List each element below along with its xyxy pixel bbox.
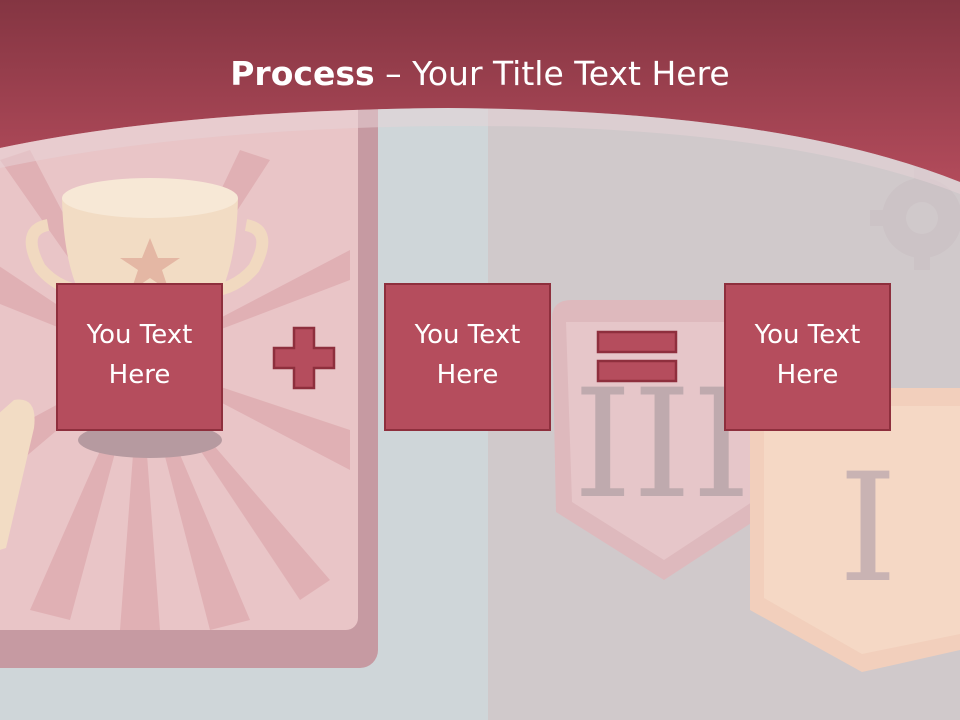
shield-icon: I	[750, 388, 960, 672]
scroll-icon	[0, 399, 35, 550]
svg-text:III: III	[573, 358, 751, 532]
page-title: Process – Your Title Text Here	[0, 52, 960, 96]
header-band	[0, 0, 960, 194]
text-box-label: You Text Here	[86, 320, 193, 390]
plus-icon	[272, 326, 336, 390]
title-rest: – Your Title Text Here	[374, 54, 730, 93]
text-box-label: You Text Here	[754, 320, 861, 390]
gear-icon	[870, 166, 960, 270]
text-box-2[interactable]: You Text Here	[384, 283, 551, 431]
text-box-3[interactable]: You Text Here	[724, 283, 891, 431]
title-strong: Process	[230, 54, 375, 93]
svg-text:I: I	[838, 442, 897, 616]
text-box-label: You Text Here	[414, 320, 521, 390]
text-box-1[interactable]: You Text Here	[56, 283, 223, 431]
equals-icon	[596, 330, 678, 383]
